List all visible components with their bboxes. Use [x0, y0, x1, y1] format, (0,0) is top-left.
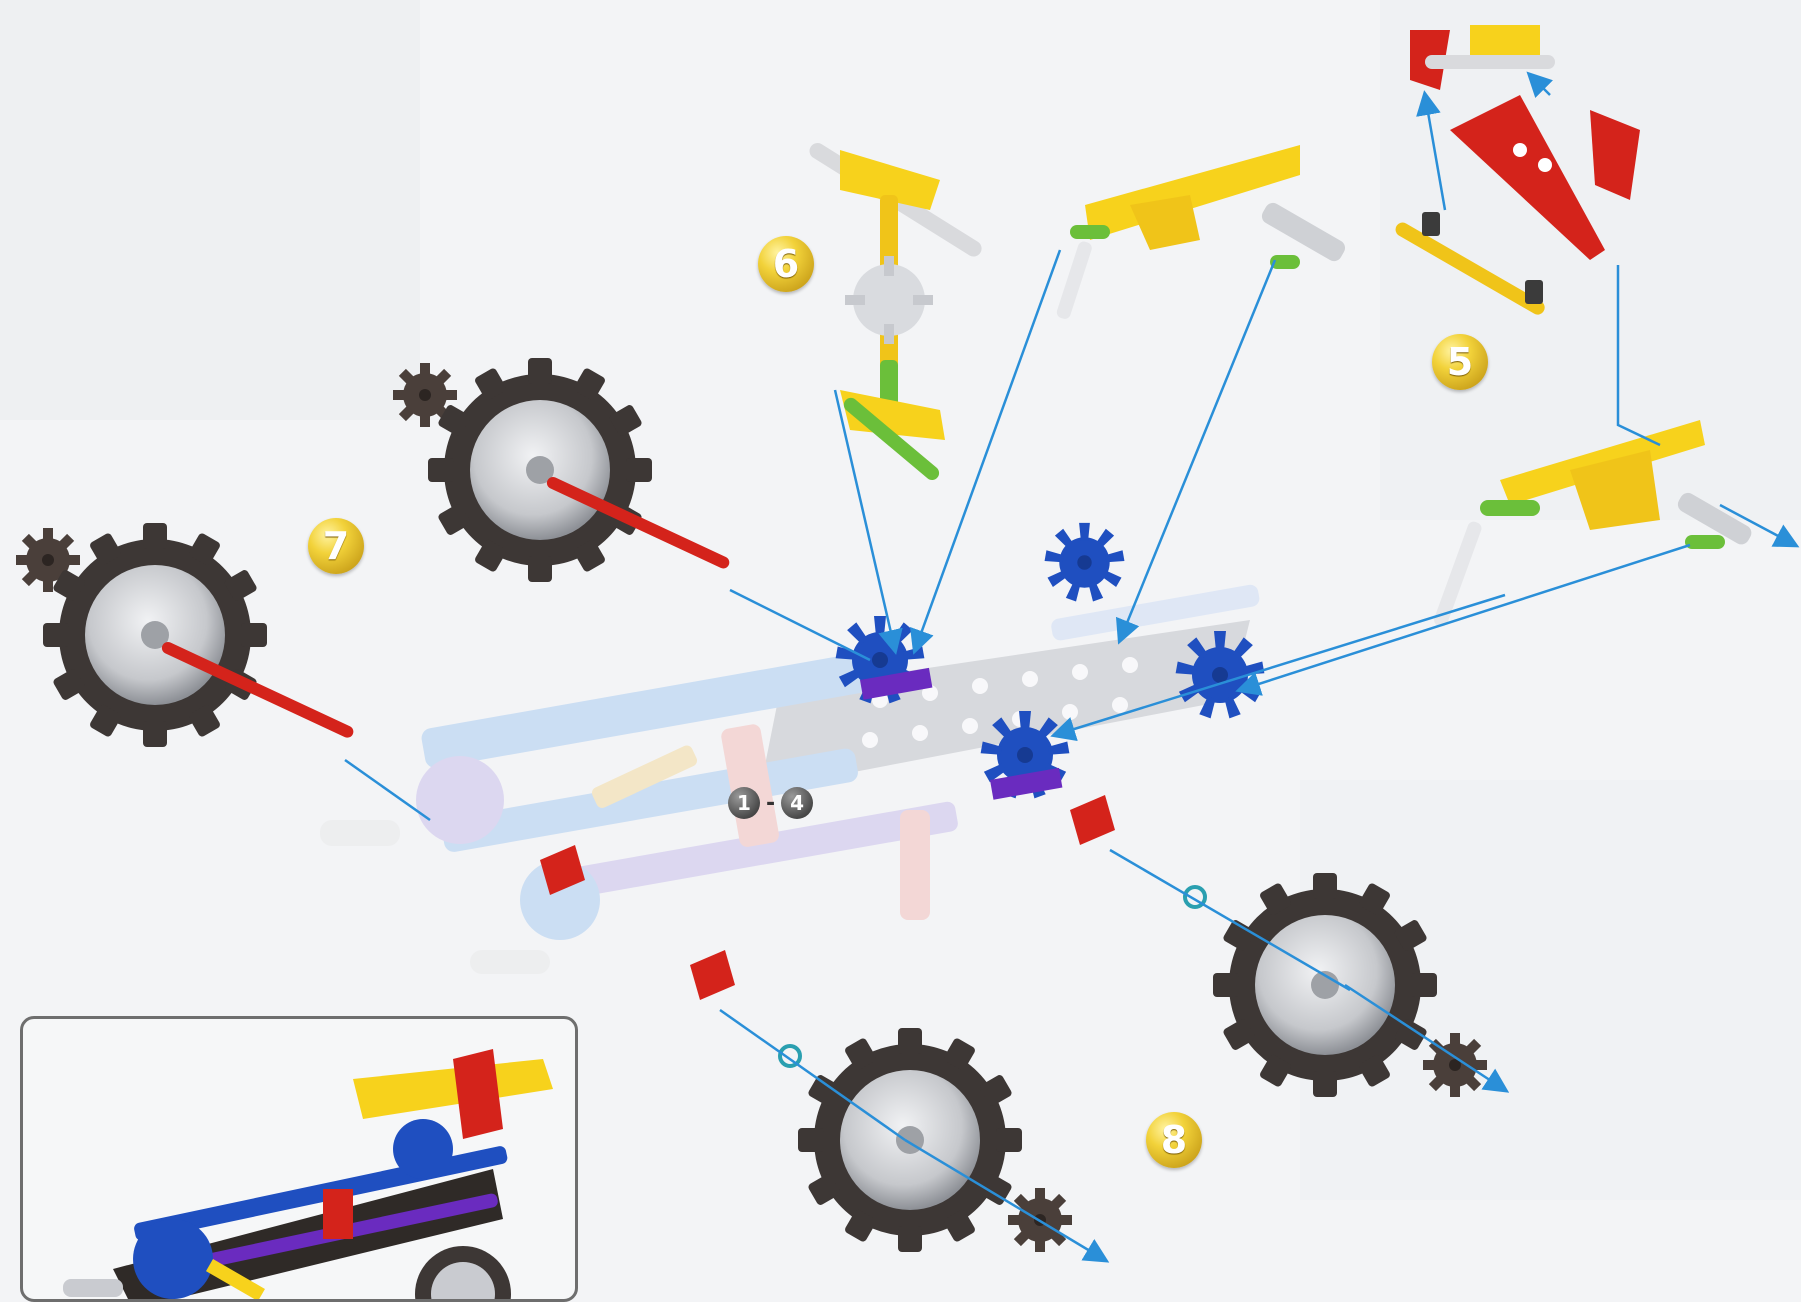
step-number-5: 5: [1432, 334, 1488, 390]
step6-assembly: [807, 140, 985, 483]
completed-model-inset: [20, 1016, 578, 1302]
range-dash: -: [766, 791, 775, 816]
range-end-badge: 4: [781, 787, 813, 819]
step-number-8: 8: [1146, 1112, 1202, 1168]
yellow-beam-assembly: [1055, 145, 1348, 320]
step-number-7: 7: [308, 518, 364, 574]
completed-model-illustration: [23, 1019, 575, 1299]
step-number-6: 6: [758, 236, 814, 292]
step-range-badge: 1 - 4: [728, 786, 813, 820]
chassis-ghost: [320, 584, 1261, 974]
instruction-page: 6 5 7 8 1 - 4: [0, 0, 1801, 1272]
range-start-badge: 1: [728, 787, 760, 819]
